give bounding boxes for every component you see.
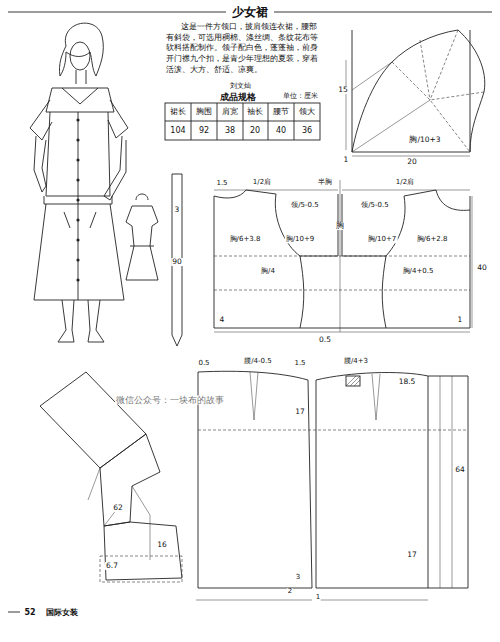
dimension: 1.5 [293,360,306,367]
footer-rule [8,612,20,613]
table-cell: 38 [224,127,236,135]
button-dot [76,138,79,141]
dimension: 3 [174,206,181,214]
dimension: 胸/6+2.8 [416,236,449,243]
magazine-name: 国际女装 [45,609,79,617]
table-header: 胸围 [195,108,213,116]
dimension: 6.7 [105,562,119,570]
dimension: 1.5 [215,180,228,187]
dimension: 17 [406,551,418,559]
table-header: 裙长 [169,108,187,116]
table-cell: 40 [275,127,287,135]
description: 这是一件方领口，披肩领连衣裙，腰部有斜袋，可选用稠棉、涤丝绸、条纹花布等软料搭配… [165,22,319,75]
dimension: 胸/4 [260,268,276,275]
dimension: 1 [315,594,321,601]
dimension: 64 [454,466,466,474]
table-cell: 20 [249,127,261,135]
button-dot [76,118,79,121]
table-header: 袖长 [246,108,264,116]
button-dot [76,278,79,281]
dimension: 0.5 [318,336,332,344]
back-view-figure [126,194,158,280]
table-title: 成品规格 [219,93,257,102]
dimension: 20 [406,158,418,166]
table-header: 腰节 [272,108,290,116]
button-dot [76,218,79,221]
dimension: 胸/6+3.8 [229,236,262,243]
dimension: 半胸 [317,179,333,186]
fashion-figure [30,23,128,342]
dimension: 0.5 [197,360,210,367]
bodice-pattern [214,180,472,332]
dimension: 1 [457,316,464,324]
table-header: 领大 [298,108,316,116]
skirt-pattern [196,371,468,600]
author: 刘文灿 [229,83,252,90]
dimension: 腰/4-0.5 [243,358,272,365]
dimension: 胸/10+7 [367,236,398,243]
dimension: 90 [171,258,183,266]
dimension: 15 [337,86,349,94]
button-dot [76,258,79,261]
dimension: 16 [156,541,168,549]
dimension: 17 [294,408,306,416]
button-dot [76,238,79,241]
dimension: 1 [343,156,350,164]
dimension: 腰/4+3 [343,358,369,365]
watermark: 微信公众号：一块布的故事 [115,396,225,405]
dimension: 62 [112,504,124,512]
dimension: 领/5-0.5 [360,202,389,209]
dimension: 40 [476,264,488,272]
dimension: 胸 [335,222,345,230]
table-header: 肩宽 [221,108,239,116]
dimension: 胸/10+9 [285,236,316,243]
dimension: 18.5 [398,378,417,386]
button-dot [76,178,79,181]
dimension: 领/5-0.5 [290,202,319,209]
table-unit: 单位：厘米 [282,93,319,100]
table-cell: 92 [198,127,210,135]
dimension: 胸/4+0.5 [402,268,435,275]
dimension: 1/2肩 [252,179,272,186]
dimension: 1/2肩 [395,179,415,186]
belt-piece [172,174,182,346]
table-cell: 36 [301,127,313,135]
dimension: 4 [219,316,226,324]
sleeve-pattern [346,30,485,156]
table-cell: 104 [169,127,186,135]
spec-table [165,103,320,140]
button-dot [76,198,79,201]
dimension: 3 [295,574,301,581]
page-number: 52 [23,609,36,617]
button-dot [76,158,79,161]
page-title: 少女裙 [226,6,274,19]
dimension: 胸/10+3 [408,136,441,144]
dimension: 2 [287,588,293,595]
